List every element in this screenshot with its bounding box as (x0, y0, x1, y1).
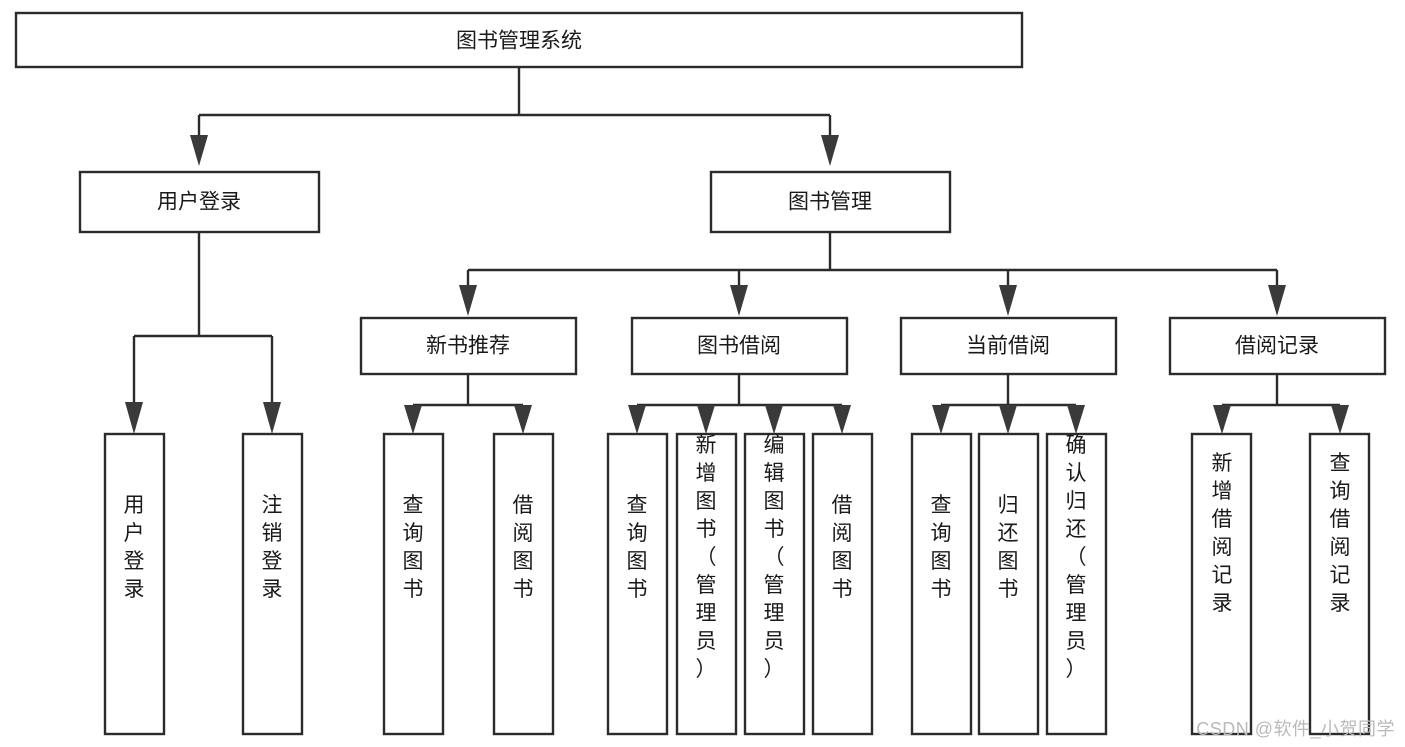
node-new-book-recommend-label: 新书推荐 (426, 335, 510, 358)
leaf-new-book-2-label: 借阅图书 (513, 494, 534, 601)
arrow-head-new-book (459, 285, 477, 316)
leaf-book-borrow-2-box[interactable] (675, 432, 738, 736)
leaf-borrow-records-1[interactable]: 新增借阅记录 (1190, 432, 1253, 736)
node-user-login-box[interactable] (78, 170, 321, 234)
leaf-user-login-2[interactable]: 注销登录 (241, 432, 304, 736)
leaf-borrow-records-2[interactable]: 查询借阅记录 (1308, 432, 1371, 736)
arrow-head-user-login (190, 135, 208, 166)
leaf-borrow-records-1-label: 新增借阅记录 (1212, 452, 1233, 615)
node-user-login-label: 用户登录 (157, 191, 241, 214)
leaf-user-login-2-label: 注销登录 (262, 494, 283, 601)
leaf-current-borrow-1-box[interactable] (910, 432, 973, 736)
leaf-current-borrow-2[interactable]: 归还图书 (977, 432, 1040, 736)
node-new-book-recommend[interactable]: 新书推荐 (359, 316, 578, 376)
leaf-book-borrow-2[interactable]: 新增图书（管理员） (675, 432, 738, 736)
node-book-management-box[interactable] (709, 170, 952, 234)
node-book-borrow-label: 图书借阅 (697, 335, 781, 358)
leaf-current-borrow-3-box[interactable] (1045, 432, 1108, 736)
arrow-head-leaf-records-2 (1331, 405, 1349, 434)
leaf-current-borrow-3[interactable]: 确认归还（管理员） (1045, 432, 1108, 736)
arrow-head-leaf-borrow-4 (833, 405, 851, 434)
connector-layer (125, 67, 1349, 434)
arrow-head-leaf-borrow-3 (765, 405, 783, 434)
node-root[interactable]: 图书管理系统 (14, 11, 1024, 69)
node-current-borrow-box[interactable] (899, 316, 1118, 376)
leaf-current-borrow-2-box[interactable] (977, 432, 1040, 736)
leaf-user-login-1-box[interactable] (103, 432, 166, 736)
leaf-borrow-records-1-box[interactable] (1190, 432, 1253, 736)
node-current-borrow-label: 当前借阅 (966, 335, 1050, 358)
arrow-head-leaf-borrow-2 (697, 405, 715, 434)
arrow-head-borrow-records (1268, 285, 1286, 316)
leaf-book-borrow-3-box[interactable] (743, 432, 806, 736)
arrow-head-leaf-newbook-2 (514, 405, 532, 434)
node-borrow-records-box[interactable] (1168, 316, 1387, 376)
node-borrow-records[interactable]: 借阅记录 (1168, 316, 1387, 376)
leaf-current-borrow-3-label: 确认归还（管理员） (1066, 434, 1087, 681)
leaf-borrow-records-2-box[interactable] (1308, 432, 1371, 736)
leaf-book-borrow-1-label: 查询图书 (627, 494, 648, 601)
arrow-head-leaf-current-3 (1067, 405, 1085, 434)
arrow-head-leaf-current-2 (999, 405, 1017, 434)
arrow-head-leaf-newbook-1 (404, 405, 422, 434)
arrow-head-current-borrow (999, 285, 1017, 316)
node-root-label: 图书管理系统 (456, 30, 582, 53)
leaf-current-borrow-1-label: 查询图书 (931, 494, 952, 601)
leaf-book-borrow-4[interactable]: 借阅图书 (811, 432, 874, 736)
arrow-head-leaf-user-login-2 (263, 402, 281, 434)
node-user-login[interactable]: 用户登录 (78, 170, 321, 234)
leaf-borrow-records-2-label: 查询借阅记录 (1330, 452, 1351, 615)
node-book-management-label: 图书管理 (788, 191, 872, 214)
node-root-box[interactable] (14, 11, 1024, 69)
watermark-text: CSDN @软件_小贺同学 (1196, 719, 1395, 739)
node-current-borrow[interactable]: 当前借阅 (899, 316, 1118, 376)
arrow-head-leaf-current-1 (932, 405, 950, 434)
arrow-head-leaf-user-login-1 (125, 402, 143, 434)
leaf-current-borrow-2-label: 归还图书 (998, 494, 1019, 601)
leaf-book-borrow-1[interactable]: 查询图书 (606, 432, 669, 736)
leaf-book-borrow-4-label: 借阅图书 (832, 494, 853, 601)
leaf-book-borrow-1-box[interactable] (606, 432, 669, 736)
node-book-management[interactable]: 图书管理 (709, 170, 952, 234)
leaf-new-book-2-box[interactable] (492, 432, 555, 736)
leaf-user-login-1-label: 用户登录 (124, 494, 145, 601)
node-book-borrow[interactable]: 图书借阅 (630, 316, 849, 376)
arrow-head-leaf-borrow-1 (628, 405, 646, 434)
leaf-new-book-1-label: 查询图书 (403, 494, 424, 601)
leaf-new-book-2[interactable]: 借阅图书 (492, 432, 555, 736)
arrow-head-book-manage (821, 135, 839, 166)
leaf-book-borrow-3-label: 编辑图书（管理员） (764, 434, 785, 681)
node-new-book-recommend-box[interactable] (359, 316, 578, 376)
leaf-current-borrow-1[interactable]: 查询图书 (910, 432, 973, 736)
leaf-user-login-1[interactable]: 用户登录 (103, 432, 166, 736)
leaf-new-book-1[interactable]: 查询图书 (382, 432, 445, 736)
leaf-user-login-2-box[interactable] (241, 432, 304, 736)
arrow-head-leaf-records-1 (1213, 405, 1231, 434)
leaf-new-book-1-box[interactable] (382, 432, 445, 736)
leaf-book-borrow-2-label: 新增图书（管理员） (696, 434, 717, 681)
leaf-book-borrow-3[interactable]: 编辑图书（管理员） (743, 432, 806, 736)
leaf-book-borrow-4-box[interactable] (811, 432, 874, 736)
node-book-borrow-box[interactable] (630, 316, 849, 376)
arrow-head-book-borrow (730, 285, 748, 316)
node-borrow-records-label: 借阅记录 (1235, 335, 1319, 358)
